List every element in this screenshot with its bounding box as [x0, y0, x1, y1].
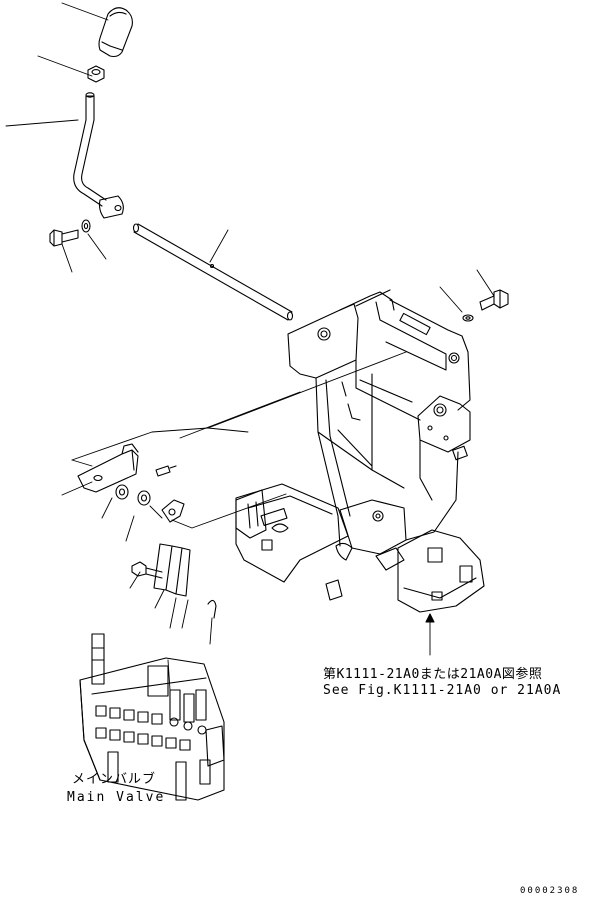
linkage-guide-lines	[71, 351, 407, 529]
reference-note-jp: 第K1111-21A0または21A0A図参照	[323, 667, 543, 682]
bracket-frame	[235, 289, 485, 613]
main-valve-label-jp: メインバルブ	[72, 772, 157, 787]
washer-right	[462, 314, 474, 322]
washer-a	[115, 484, 129, 500]
pin-small	[155, 465, 177, 477]
washer-b	[137, 490, 151, 506]
shaft	[132, 223, 294, 321]
link-plate	[77, 443, 139, 493]
bolt-left	[49, 229, 79, 247]
lever-rod	[73, 92, 124, 219]
link-plates-lower	[153, 543, 191, 597]
main-valve	[79, 633, 225, 801]
bolt-lower	[131, 561, 163, 579]
spring-pin	[207, 599, 217, 619]
clevis	[161, 499, 185, 523]
leader-lines	[5, 2, 495, 691]
washer-left	[81, 219, 91, 233]
drawing-id: 00002308	[520, 886, 580, 896]
nut	[87, 65, 105, 83]
reference-note-en: See Fig.K1111-21A0 or 21A0A	[323, 683, 562, 698]
valve-ports	[95, 705, 207, 751]
bolt-right	[479, 289, 509, 311]
main-valve-label-en: Main Valve	[67, 790, 166, 805]
lever-knob	[98, 7, 133, 58]
reference-arrow-head	[425, 613, 435, 623]
